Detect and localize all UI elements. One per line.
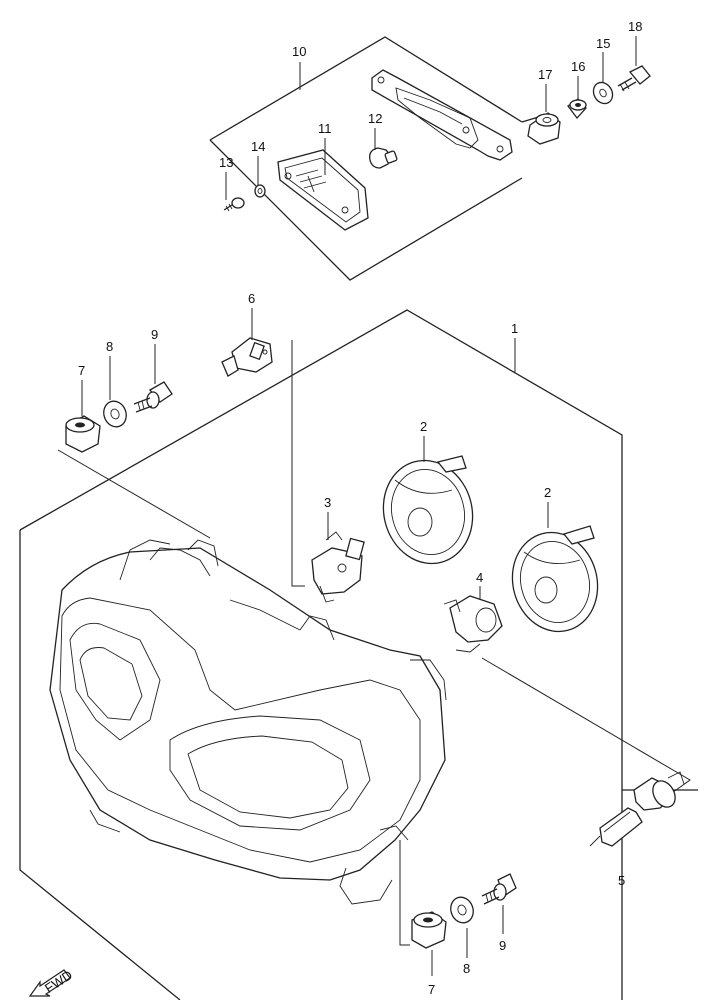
part-11-position-lamp-lens[interactable] bbox=[277, 149, 369, 231]
callout-15: 15 bbox=[596, 36, 610, 51]
part-17-grommet[interactable] bbox=[527, 112, 561, 145]
part-9-bolt-lower[interactable] bbox=[481, 873, 517, 905]
callout-14: 14 bbox=[251, 139, 265, 154]
callout-11: 11 bbox=[318, 121, 332, 136]
callout-18: 18 bbox=[628, 19, 642, 34]
callout-9-lower: 9 bbox=[499, 938, 506, 953]
callout-13: 13 bbox=[219, 155, 233, 170]
headlamp-housing[interactable] bbox=[49, 539, 447, 905]
part-13-screw[interactable] bbox=[223, 197, 245, 212]
callout-9-upper: 9 bbox=[151, 327, 158, 342]
callout-1: 1 bbox=[511, 321, 518, 336]
callout-7-lower: 7 bbox=[428, 982, 435, 997]
part-8-washer-upper[interactable] bbox=[100, 398, 130, 430]
part-2-reflector-cap-upper[interactable] bbox=[372, 450, 484, 573]
callout-leaders bbox=[81, 36, 637, 976]
part-9-bolt-upper[interactable] bbox=[133, 381, 173, 413]
callout-2-lower: 2 bbox=[544, 485, 551, 500]
callout-17: 17 bbox=[538, 67, 552, 82]
part-7-grommet-lower[interactable] bbox=[411, 911, 447, 949]
forward-arrow-label: FWD bbox=[42, 967, 75, 996]
callout-4: 4 bbox=[476, 570, 483, 585]
part-8-washer-lower[interactable] bbox=[447, 894, 477, 926]
callout-6: 6 bbox=[248, 291, 255, 306]
part-15-washer[interactable] bbox=[590, 79, 617, 107]
callout-8-upper: 8 bbox=[106, 339, 113, 354]
callout-7-upper: 7 bbox=[78, 363, 85, 378]
forward-arrow-icon: FWD bbox=[28, 967, 75, 997]
part-18-bolt[interactable] bbox=[617, 65, 651, 92]
part-2-reflector-cap-lower[interactable] bbox=[501, 523, 608, 641]
part-16-collar[interactable] bbox=[567, 98, 587, 120]
callout-12: 12 bbox=[368, 111, 382, 126]
callout-10: 10 bbox=[292, 44, 306, 59]
part-14-washer[interactable] bbox=[254, 184, 266, 198]
part-7-grommet-upper[interactable] bbox=[65, 415, 101, 453]
callout-2-upper: 2 bbox=[420, 419, 427, 434]
part-3-socket[interactable] bbox=[311, 531, 365, 603]
callout-5: 5 bbox=[618, 873, 625, 888]
part-6-socket[interactable] bbox=[221, 337, 273, 377]
part-12-position-bulb[interactable] bbox=[369, 147, 398, 169]
callout-16: 16 bbox=[571, 59, 585, 74]
part-5-headlamp-bulb[interactable] bbox=[589, 771, 685, 847]
callout-labels: 10 11 12 13 14 17 16 15 18 6 9 8 7 1 2 2… bbox=[78, 19, 642, 997]
position-lamp-bracket[interactable] bbox=[371, 69, 513, 161]
callout-3: 3 bbox=[324, 495, 331, 510]
callout-8-lower: 8 bbox=[463, 961, 470, 976]
part-4-socket[interactable] bbox=[443, 595, 503, 653]
